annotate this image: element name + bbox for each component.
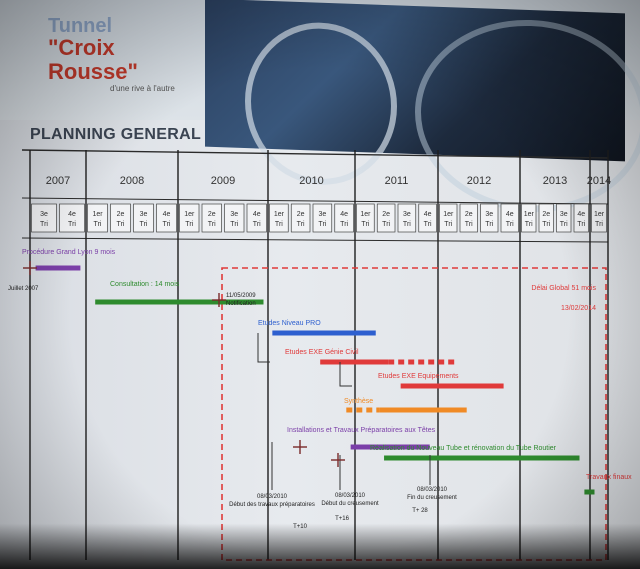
year-label: 2012 — [467, 175, 491, 187]
task-label: Synthèse — [344, 398, 373, 405]
quarter-label-sub: Tri — [94, 221, 102, 228]
quarter-label: 3e — [140, 211, 148, 218]
quarter-label-sub: Tri — [382, 221, 390, 228]
task-label: Procédure Grand Lyon 9 mois — [22, 249, 116, 256]
task-label: Installations et Travaux Préparatoires a… — [287, 427, 436, 434]
quarter-label: 2e — [208, 211, 216, 218]
quarter-label-sub: Tri — [403, 221, 411, 228]
year-label: 2013 — [543, 175, 567, 187]
quarter-label-sub: Tri — [465, 221, 473, 228]
m3-date: 08/03/2010 — [417, 487, 448, 493]
quarter-label: 4e — [577, 211, 585, 218]
quarter-label-sub: Tri — [525, 221, 533, 228]
quarter-label-sub: Tri — [163, 221, 171, 228]
quarter-label-sub: Tri — [577, 221, 585, 228]
quarter-label: 2e — [117, 211, 125, 218]
quarter-label-sub: Tri — [506, 221, 514, 228]
quarter-label: 4e — [253, 211, 261, 218]
quarter-label: 1er — [360, 211, 371, 218]
year-label: 2011 — [385, 175, 409, 187]
task-label: Etudes EXE Génie Civil — [285, 349, 359, 356]
connector — [339, 362, 352, 387]
year-label: 2007 — [46, 175, 70, 187]
quarter-label: 4e — [163, 211, 171, 218]
m2-label: Début du creusement — [321, 501, 379, 507]
m3-label: Fin du creusement — [407, 495, 457, 501]
quarter-label: 4e — [424, 211, 432, 218]
quarter-label: 3e — [403, 211, 411, 218]
quarter-label: 1er — [443, 211, 454, 218]
quarter-label: 1er — [92, 211, 103, 218]
m3-t: T+ 28 — [412, 508, 428, 514]
milestone-notif-date: 11/05/2009 — [226, 293, 256, 299]
quarter-label: 4e — [68, 211, 76, 218]
quarter-label-sub: Tri — [208, 221, 216, 228]
quarter-label-sub: Tri — [485, 221, 493, 228]
quarter-label: 1er — [524, 211, 535, 218]
quarter-label-sub: Tri — [185, 221, 193, 228]
year-label: 2008 — [120, 175, 144, 187]
quarter-label: 3e — [318, 211, 326, 218]
quarter-label-sub: Tri — [340, 221, 348, 228]
global-delay-frame — [221, 267, 607, 561]
quarter-label: 1er — [274, 211, 285, 218]
quarter-label-sub: Tri — [444, 221, 452, 228]
m1-t: T+10 — [293, 524, 308, 530]
global-delay-date: 13/02/2014 — [561, 305, 596, 312]
quarter-label: 2e — [382, 211, 390, 218]
quarter-label-sub: Tri — [140, 221, 148, 228]
task-label: Etudes EXE Equipements — [378, 373, 459, 380]
quarter-label: 4e — [506, 211, 514, 218]
quarter-label: 1er — [594, 211, 605, 218]
quarter-label-sub: Tri — [318, 221, 326, 228]
m2-date: 08/03/2010 — [335, 493, 366, 499]
milestone-label-juillet2007: Juillet 2007 — [8, 286, 39, 292]
quarter-label-sub: Tri — [560, 221, 568, 228]
quarter-label: 2e — [297, 211, 305, 218]
quarter-label: 2e — [465, 211, 473, 218]
quarter-label-sub: Tri — [117, 221, 125, 228]
quarter-label-sub: Tri — [361, 221, 369, 228]
quarter-label-sub: Tri — [40, 221, 48, 228]
year-label: 2009 — [211, 175, 235, 187]
task-label: Réalisation du Nouveau Tube et rénovatio… — [370, 445, 557, 452]
quarter-label-sub: Tri — [253, 221, 261, 228]
quarter-label: 2e — [542, 211, 550, 218]
quarter-label: 3e — [40, 211, 48, 218]
quarter-label: 4e — [340, 211, 348, 218]
quarter-label: 3e — [560, 211, 568, 218]
m1-label: Début des travaux préparatoires — [229, 502, 315, 508]
quarter-label-sub: Tri — [297, 221, 305, 228]
m2-t: T+16 — [335, 516, 350, 522]
m1-date: 08/03/2010 — [257, 494, 288, 500]
quarter-label-sub: Tri — [424, 221, 432, 228]
quarter-label-sub: Tri — [230, 221, 238, 228]
quarter-label: 1er — [184, 211, 195, 218]
quarter-label-sub: Tri — [275, 221, 283, 228]
quarter-label-sub: Tri — [68, 221, 76, 228]
quarter-label: 3e — [485, 211, 493, 218]
task-label: Travaux finaux — [586, 474, 632, 481]
year-label: 2010 — [299, 175, 323, 187]
task-label: Consultation : 14 mois — [110, 281, 180, 288]
milestone-notif-label: Notification — [226, 301, 256, 307]
quarter-label-sub: Tri — [542, 221, 550, 228]
task-label: Etudes Niveau PRO — [258, 320, 321, 327]
quarter-label: 3e — [230, 211, 238, 218]
global-delay-label: Délai Global 51 mois — [531, 285, 596, 292]
quarter-label-sub: Tri — [595, 221, 603, 228]
